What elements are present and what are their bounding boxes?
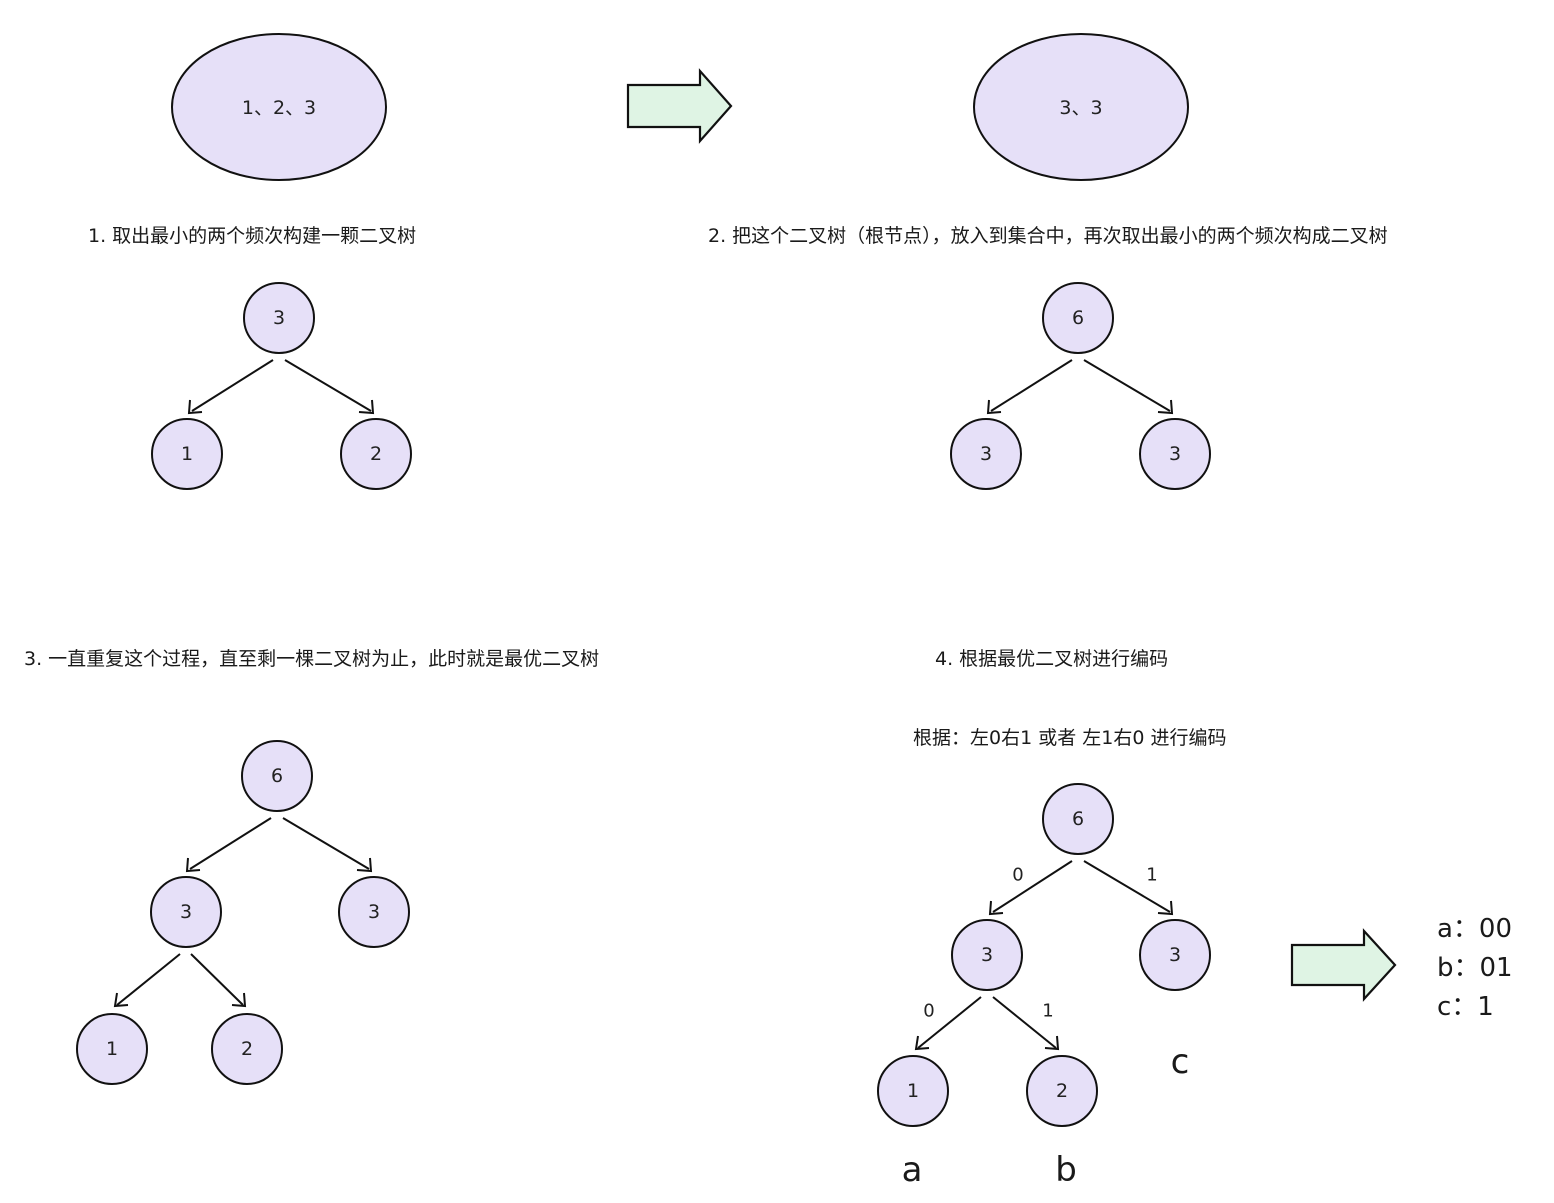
- step4-caption: 4. 根据最优二叉树进行编码: [935, 648, 1168, 670]
- step2-caption: 2. 把这个二叉树（根节点），放入到集合中，再次取出最小的两个频次构成二叉树: [708, 225, 1388, 247]
- tree-node: [150, 876, 222, 948]
- edge: [992, 860, 1073, 913]
- arrowhead-icon: [231, 992, 247, 1008]
- step4-rule: 根据：左0右1 或者 左1右0 进行编码: [913, 727, 1226, 749]
- step2-tree: 6 3 3: [950, 282, 1211, 490]
- edge: [1083, 359, 1171, 412]
- code-list: a：00 b：01 c：1: [1437, 914, 1513, 1022]
- arrowhead-icon: [988, 900, 1004, 916]
- tree-node: [1042, 783, 1114, 855]
- tree-node: [1139, 418, 1211, 490]
- transition-arrow-icon: [626, 68, 733, 144]
- arrowhead-icon: [1157, 900, 1174, 916]
- arrowhead-icon: [113, 992, 129, 1008]
- result-arrow-icon: [1290, 928, 1397, 1002]
- edge: [190, 953, 244, 1006]
- code-a: a：00: [1437, 914, 1512, 944]
- edge: [917, 996, 982, 1049]
- node-value: 1: [181, 443, 193, 465]
- node-value: 3: [1169, 443, 1181, 465]
- edge-label: 1: [1146, 865, 1157, 886]
- arrowhead-icon: [986, 399, 1002, 415]
- step1-caption: 1. 取出最小的两个频次构建一颗二叉树: [88, 225, 416, 247]
- leaf-letter-b: b: [1055, 1150, 1077, 1190]
- arrowhead-icon: [185, 857, 201, 873]
- tree-node: [340, 418, 412, 490]
- edge: [992, 996, 1057, 1049]
- leaf-letter-a: a: [902, 1150, 923, 1190]
- step1-tree: 3 1 2: [151, 282, 412, 490]
- tree-node: [877, 1055, 949, 1127]
- node-value: 3: [273, 307, 285, 329]
- tree-node: [76, 1013, 148, 1085]
- arrowhead-icon: [358, 399, 375, 415]
- tree-node: [151, 418, 223, 490]
- node-value: 6: [1072, 307, 1084, 329]
- tree-node: [243, 282, 315, 354]
- tree-node: [241, 740, 313, 812]
- step3-caption: 3. 一直重复这个过程，直至剩一棵二叉树为止，此时就是最优二叉树: [24, 648, 599, 670]
- step3-tree: 6 3 3 1 2: [76, 740, 410, 1085]
- tree-node: [1042, 282, 1114, 354]
- tree-node: [1026, 1055, 1098, 1127]
- node-value: 1: [106, 1038, 118, 1060]
- edge: [116, 953, 181, 1006]
- edge: [1083, 860, 1171, 913]
- step1-set-ellipse: 1、2、3: [171, 33, 387, 181]
- edge-label: 0: [1012, 865, 1023, 886]
- edge: [282, 817, 370, 870]
- tree-node: [950, 418, 1022, 490]
- edge: [191, 359, 274, 412]
- code-c: c：1: [1437, 992, 1494, 1022]
- arrowhead-icon: [1044, 1035, 1060, 1051]
- arrowhead-icon: [187, 399, 203, 415]
- node-value: 3: [368, 901, 380, 923]
- leaf-letter-c: c: [1171, 1042, 1190, 1082]
- node-value: 3: [980, 443, 992, 465]
- arrowhead-icon: [1157, 399, 1174, 415]
- edge: [284, 359, 372, 412]
- code-b: b：01: [1437, 953, 1513, 983]
- edge-label: 0: [923, 1001, 934, 1022]
- node-value: 2: [370, 443, 382, 465]
- step2-set-label: 3、3: [1059, 97, 1102, 119]
- step2-set-ellipse: 3、3: [973, 33, 1189, 181]
- edge-label: 1: [1042, 1001, 1053, 1022]
- node-value: 6: [271, 765, 283, 787]
- tree-node: [211, 1013, 283, 1085]
- tree-node: [338, 876, 410, 948]
- step4-tree: 0 1 0 1 6 3 3 1 2 c a b: [877, 783, 1211, 1190]
- node-value: 3: [1169, 944, 1181, 966]
- node-value: 3: [981, 944, 993, 966]
- edge: [990, 359, 1073, 412]
- tree-node: [1139, 919, 1211, 991]
- step1-set-label: 1、2、3: [242, 97, 316, 119]
- node-value: 2: [1056, 1080, 1068, 1102]
- node-value: 6: [1072, 808, 1084, 830]
- node-value: 1: [907, 1080, 919, 1102]
- tree-node: [951, 919, 1023, 991]
- node-value: 3: [180, 901, 192, 923]
- arrowhead-icon: [356, 857, 373, 873]
- node-value: 2: [241, 1038, 253, 1060]
- arrowhead-icon: [914, 1035, 930, 1051]
- edge: [189, 817, 272, 870]
